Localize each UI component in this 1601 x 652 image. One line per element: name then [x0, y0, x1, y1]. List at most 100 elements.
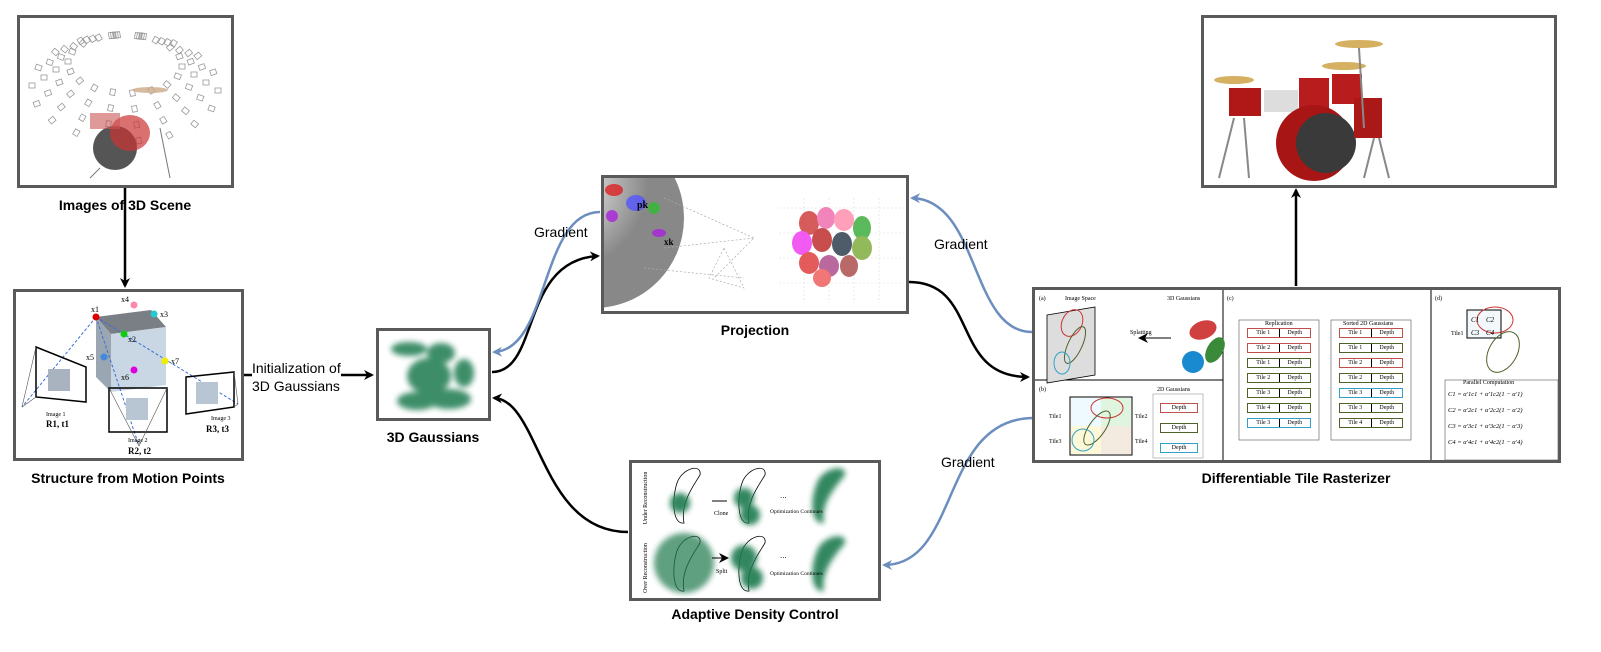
row-under: Under Reconstruction: [643, 472, 649, 525]
panel-d-tag: (d): [1435, 295, 1442, 302]
camera-icon: [174, 45, 184, 55]
adc-node: Under Reconstruction Over Reconstruction…: [629, 460, 881, 601]
gradient-rasterizer-to-adc: [882, 416, 1033, 570]
tile-cell: Tile 1: [1348, 330, 1363, 336]
init-label-line-2: 3D Gaussians: [252, 378, 340, 394]
xk-symbol: xk: [664, 237, 674, 247]
cell-c3: C3: [1471, 329, 1480, 337]
camera-icon: [43, 89, 53, 97]
camera-icon: [64, 58, 72, 65]
adc-label: Adaptive Density Control: [671, 606, 839, 622]
rasterizer-label: Differentiable Tile Rasterizer: [1201, 470, 1391, 486]
tile-cell: Tile 2: [1256, 375, 1271, 381]
depth-cell: Depth: [1370, 344, 1403, 352]
rendered-image-node: [1201, 15, 1557, 188]
tile-cell: Tile 2: [1348, 375, 1363, 381]
sfm-node: x1 x2 x3 x4 x5 x6 x7 Image 1 R1, t1 Imag…: [13, 289, 244, 461]
camera-icon: [169, 38, 178, 48]
drum-kit-render: [1214, 40, 1390, 181]
point-label-x2: x2: [128, 335, 136, 344]
camera-icon: [171, 93, 181, 103]
camera-icon: [131, 105, 138, 113]
ellipsis-1: ...: [780, 491, 787, 500]
gaussians-label: 3D Gaussians: [386, 429, 480, 445]
legend-depth-green: Depth: [1160, 423, 1198, 433]
camera-icon: [34, 63, 43, 72]
equation-1: C1 = α'1c1 + α'1c2(1 − α'1): [1448, 391, 1523, 398]
depth-cell: Depth: [1370, 359, 1403, 367]
camera-icon: [72, 128, 81, 138]
op-clone: Clone: [714, 511, 729, 517]
camera-icon: [75, 76, 85, 86]
rasterizer-node: (a) Image Space 3D Gaussians Splatting (…: [1032, 287, 1561, 463]
tile-cell: Tile 2: [1256, 345, 1271, 351]
pose-2: R2, t2: [128, 446, 151, 456]
camera-ring-illustration: [28, 31, 222, 179]
camera-icon: [69, 41, 79, 51]
camera-icon: [186, 57, 195, 66]
camera-icon: [60, 44, 70, 54]
camera-icon: [66, 67, 75, 76]
sorted-title: Sorted 2D Gaussians: [1343, 321, 1394, 327]
camera-icon: [45, 58, 54, 67]
camera-icon: [90, 83, 99, 93]
rasterizer-illustration: (a) Image Space 3D Gaussians Splatting (…: [1035, 290, 1558, 460]
continue-2: Optimization Continues: [770, 571, 823, 577]
row-over: Over Reconstruction: [643, 543, 649, 593]
tile-label-3: Tile3: [1049, 439, 1061, 445]
camera-icon: [94, 33, 103, 43]
pose-1: R1, t1: [46, 419, 69, 429]
depth-cell: Depth: [1370, 374, 1403, 382]
camera-icon: [197, 63, 207, 71]
point-label-x7: x7: [171, 357, 179, 366]
images-node: [17, 15, 234, 188]
images-label: Images of 3D Scene: [58, 197, 192, 213]
depth-cell: Depth: [1278, 329, 1311, 337]
pk-symbol: pk: [637, 200, 649, 211]
depth-cell: Depth: [1278, 389, 1311, 397]
adc-illustration: Under Reconstruction Over Reconstruction…: [643, 467, 846, 593]
camera-icon: [28, 82, 36, 89]
panel-a-op: Splatting: [1130, 330, 1152, 336]
depth-cell: Depth: [1370, 419, 1403, 427]
panel-a-tag: (a): [1039, 295, 1046, 302]
gaussian-blobs-illustration: [391, 342, 474, 410]
depth-cell: Depth: [1278, 344, 1311, 352]
camera-icon: [114, 31, 122, 39]
camera-icon: [163, 37, 172, 47]
camera-icon: [196, 93, 205, 102]
arrow-gaussians-to-projection: [491, 251, 600, 374]
depth-cell: Depth: [1278, 419, 1311, 427]
tile-cell: Tile 4: [1256, 405, 1271, 411]
continue-1: Optimization Continues: [770, 509, 823, 515]
projection-label: Projection: [720, 322, 790, 338]
camera-icon: [78, 39, 88, 48]
tile-label-1: Tile1: [1049, 414, 1061, 420]
camera-icon: [32, 99, 41, 108]
camera-icon: [165, 130, 174, 140]
replication-title: Replication: [1265, 321, 1293, 327]
camera-icon: [178, 63, 186, 70]
depth-cell: Depth: [1370, 404, 1403, 412]
camera-icon: [180, 106, 190, 116]
gradient-label-1: Gradient: [534, 224, 588, 240]
camera-icon: [47, 115, 57, 125]
gradient-rasterizer-to-projection: [910, 193, 1033, 334]
tile-cell: Tile 3: [1256, 390, 1271, 396]
image-3-label: Image 3: [211, 416, 231, 422]
sfm-illustration: x1 x2 x3 x4 x5 x6 x7 Image 1 R1, t1 Imag…: [21, 295, 239, 456]
replication-row: Tile 3 Depth: [1247, 388, 1311, 398]
gradient-label-3: Gradient: [941, 454, 995, 470]
panel-a-title: Image Space: [1065, 296, 1096, 302]
camera-icon: [88, 34, 97, 44]
legend-depth-blue: Depth: [1160, 443, 1198, 453]
